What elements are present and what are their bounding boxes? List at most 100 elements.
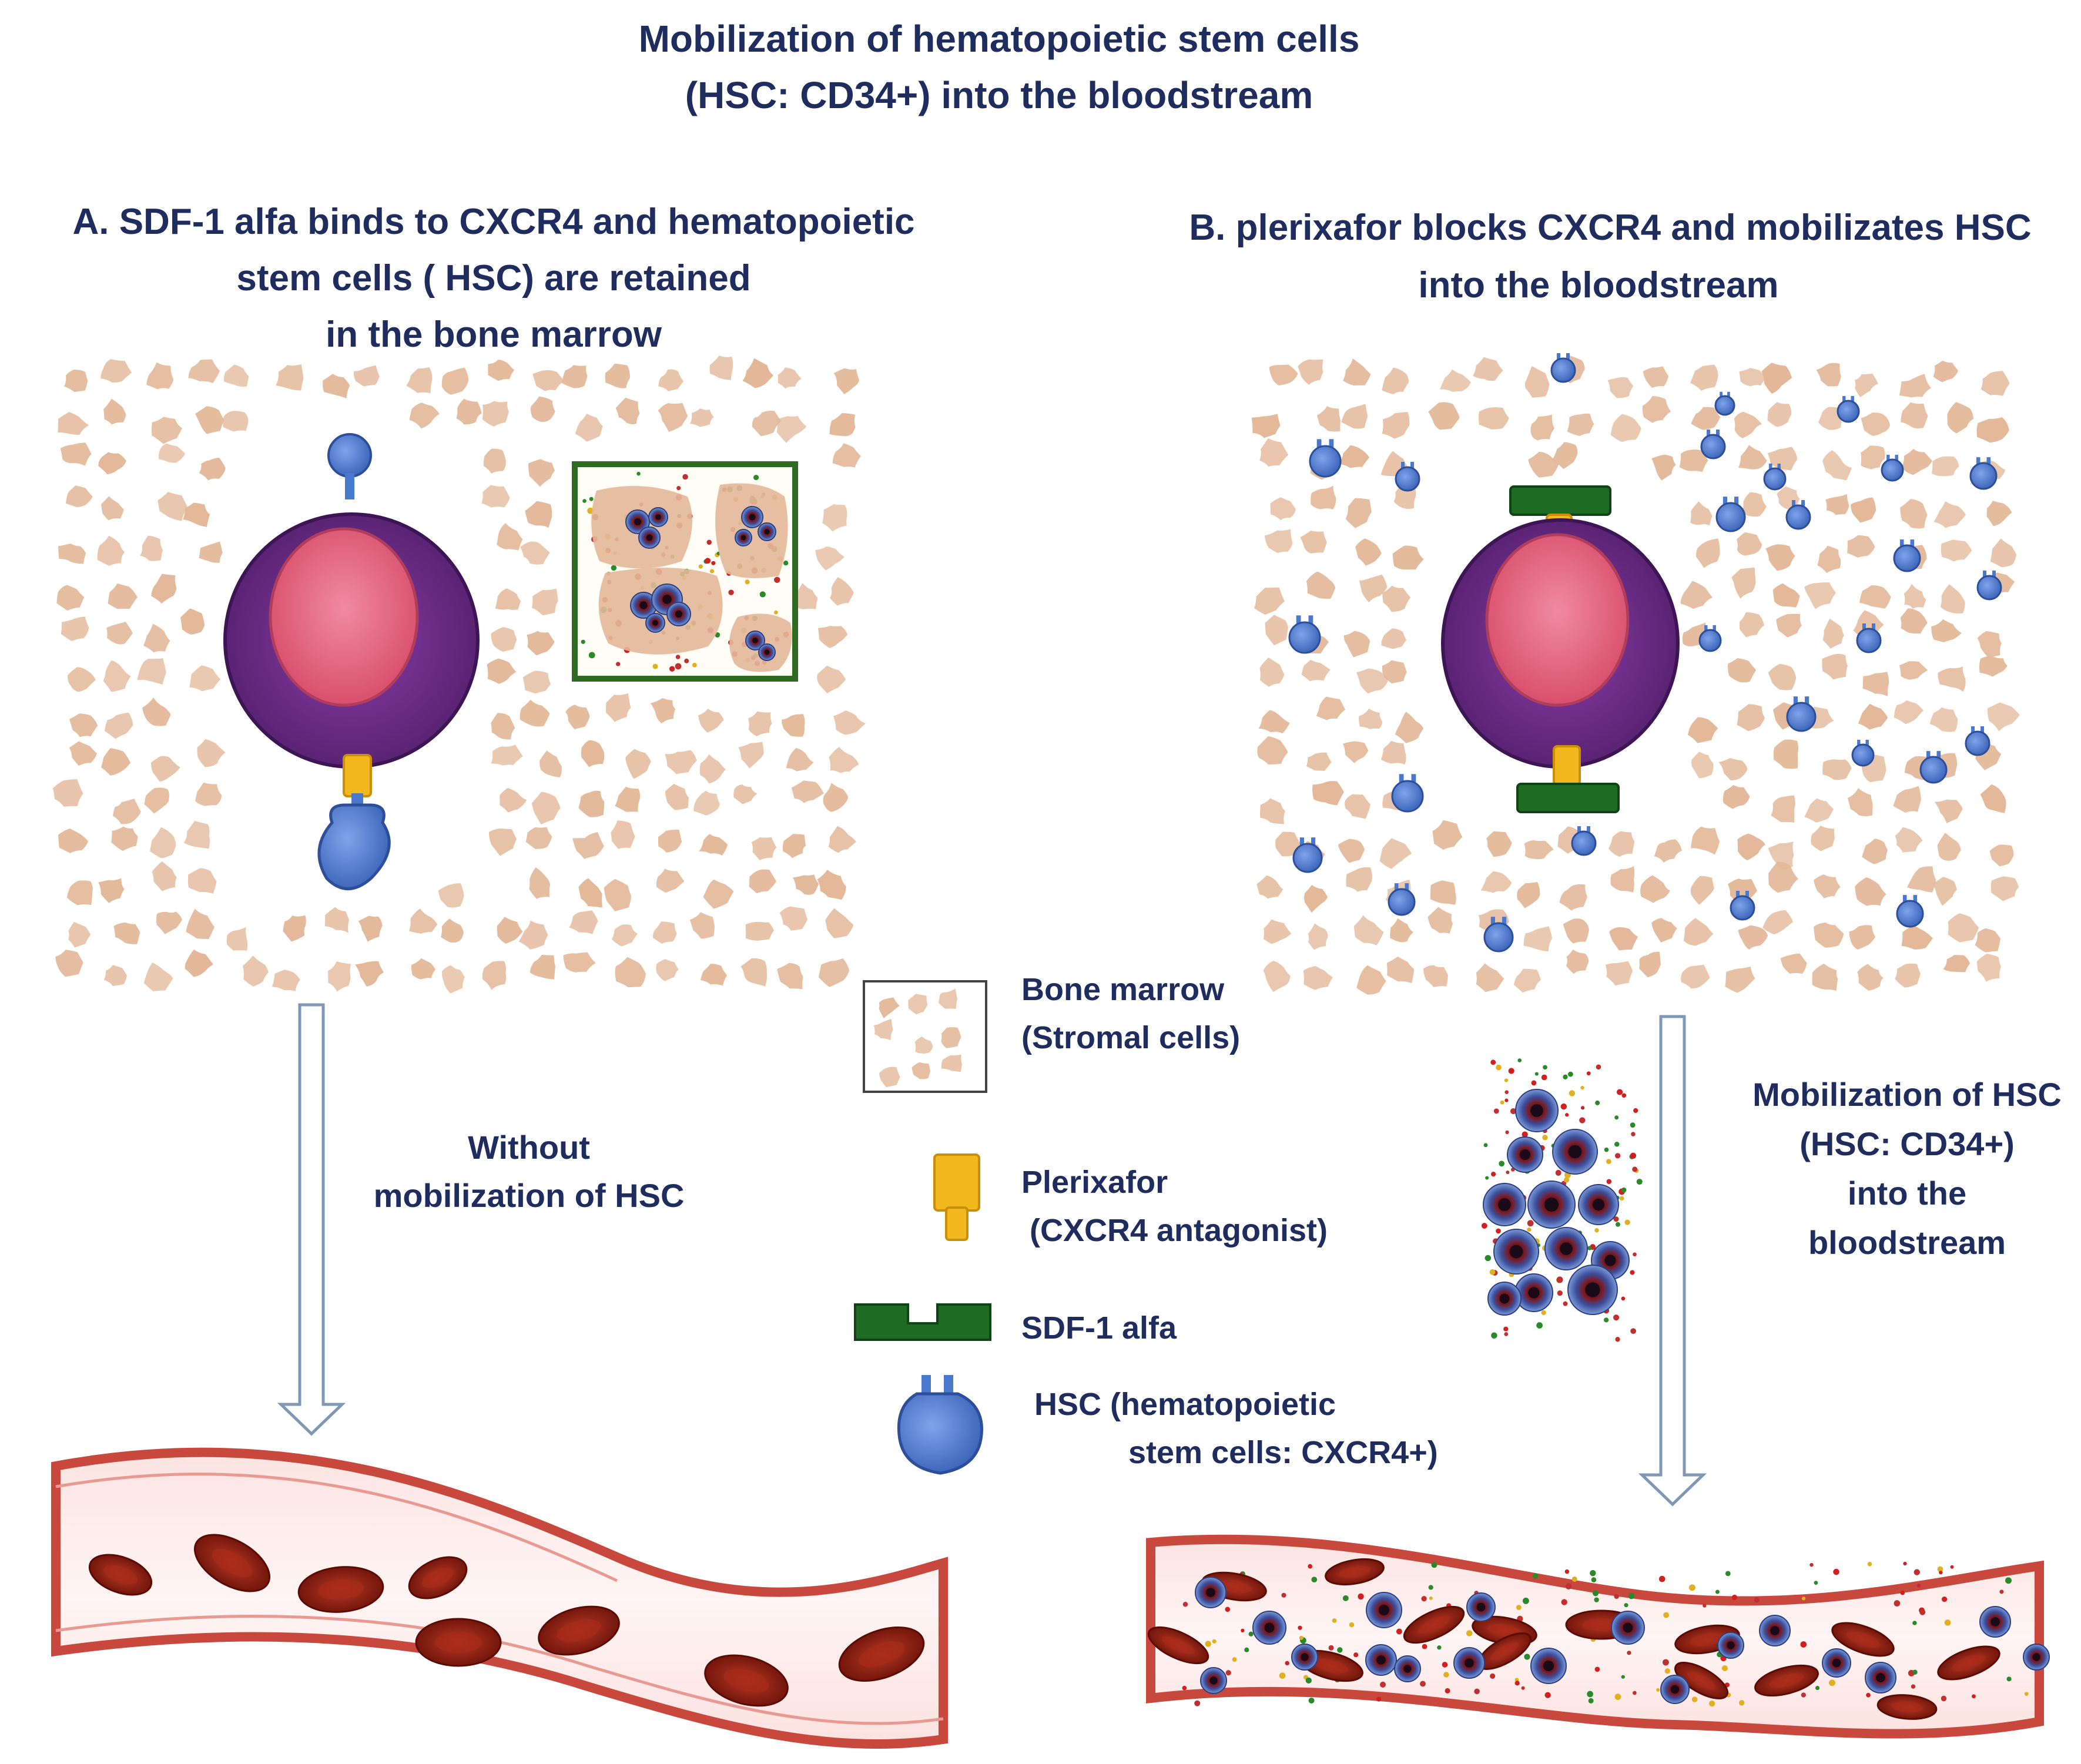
plasma-dot bbox=[1527, 1228, 1532, 1232]
stromal-cell bbox=[482, 401, 509, 427]
plasma-dot bbox=[1941, 1695, 1947, 1702]
plasma-dot bbox=[684, 658, 689, 663]
stromal-cell bbox=[1812, 963, 1838, 991]
stromal-cell bbox=[703, 879, 734, 909]
plasma-dot bbox=[1594, 1666, 1600, 1672]
stromal-cell bbox=[1979, 656, 2008, 677]
stromal-cell bbox=[1524, 365, 1550, 398]
legend-bone-marrow-sublabel: (Stromal cells) bbox=[1021, 1020, 1240, 1055]
stromal-cell bbox=[1316, 696, 1346, 720]
red-blood-cell bbox=[1937, 1645, 2000, 1681]
hsc-cell bbox=[1965, 726, 1990, 756]
stromal-cell bbox=[941, 1027, 961, 1048]
stromal-cell bbox=[438, 883, 464, 908]
plasma-dot bbox=[1491, 1332, 1497, 1339]
stromal-cell bbox=[1857, 964, 1884, 991]
plasma-dot bbox=[1556, 1276, 1563, 1283]
panel-b-lower-plerixafor bbox=[1553, 745, 1581, 786]
stromal-cell bbox=[532, 370, 565, 391]
plasma-dot bbox=[1571, 1576, 1577, 1582]
panel-b-arrow-label-line4: bloodstream bbox=[1808, 1224, 2006, 1261]
stromal-cell bbox=[941, 1054, 962, 1072]
hsc-cell bbox=[1715, 497, 1746, 532]
stromal-cell bbox=[137, 658, 166, 685]
stromal-cell bbox=[531, 588, 558, 615]
plasma-dot bbox=[615, 662, 621, 666]
stromal-cell bbox=[1895, 827, 1923, 853]
stromal-cell bbox=[1269, 364, 1298, 385]
stromal-cell bbox=[1386, 956, 1415, 984]
plasma-dot bbox=[1225, 1670, 1231, 1676]
plasma-dot bbox=[1232, 1657, 1237, 1662]
plasma-dot bbox=[1900, 1590, 1905, 1595]
hsc-cell bbox=[666, 602, 691, 626]
plasma-dot bbox=[1606, 1159, 1611, 1164]
stromal-cell bbox=[1513, 968, 1541, 993]
hsc-cell bbox=[1195, 1577, 1227, 1608]
stromal-cell bbox=[1476, 963, 1504, 992]
stromal-cell bbox=[1990, 876, 2019, 901]
stromal-cell bbox=[101, 748, 131, 776]
stromal-cell bbox=[615, 786, 641, 812]
plasma-dot bbox=[1500, 1100, 1504, 1105]
stromal-cell bbox=[1356, 965, 1386, 995]
plasma-dot bbox=[1912, 1669, 1918, 1675]
stromal-cell bbox=[1901, 924, 1933, 950]
stromal-cell bbox=[828, 826, 857, 853]
stromal-cell bbox=[1263, 961, 1291, 992]
hsc-cell bbox=[648, 507, 668, 527]
stromal-cell bbox=[699, 834, 728, 856]
plasma-dot bbox=[1715, 1589, 1720, 1594]
stromal-cell bbox=[1275, 831, 1301, 857]
plasma-dot bbox=[1633, 1252, 1637, 1257]
stromal-cell bbox=[752, 410, 782, 437]
stromal-cell bbox=[158, 492, 187, 521]
panel-a-upper-hsc bbox=[327, 433, 372, 499]
stromal-cell bbox=[1687, 717, 1718, 743]
stromal-cell bbox=[158, 443, 186, 463]
plasma-dot bbox=[1504, 1090, 1509, 1094]
plasma-dot bbox=[1594, 1228, 1599, 1233]
plasma-dot bbox=[1903, 1561, 1907, 1566]
plasma-dot bbox=[1565, 1583, 1572, 1589]
stromal-cell bbox=[1428, 402, 1460, 430]
stromal-cell bbox=[786, 747, 814, 772]
stromal-cell bbox=[1345, 498, 1372, 528]
hsc-cell bbox=[1292, 837, 1323, 873]
stromal-cell bbox=[572, 832, 604, 859]
stromal-cell bbox=[689, 912, 715, 939]
stromal-cell bbox=[195, 782, 222, 806]
stromal-cell bbox=[832, 443, 861, 468]
stromal-cell bbox=[105, 712, 133, 739]
plasma-dot bbox=[1708, 1701, 1715, 1707]
stromal-cell bbox=[1986, 501, 2012, 526]
stromal-cell bbox=[539, 750, 562, 777]
plasma-dot bbox=[1504, 1098, 1509, 1102]
panel-a-heading-line3: in the bone marrow bbox=[326, 314, 662, 355]
stromal-cell bbox=[1303, 885, 1328, 913]
plasma-dot bbox=[1590, 1570, 1596, 1577]
red-blood-cell bbox=[193, 1534, 271, 1592]
hsc-cell bbox=[1896, 895, 1924, 928]
stromal-cell bbox=[1980, 784, 2006, 813]
hsc-cell bbox=[1466, 1592, 1496, 1622]
stromal-cell bbox=[65, 485, 93, 508]
stromal-cell bbox=[1524, 840, 1554, 860]
plasma-dot bbox=[1614, 1594, 1619, 1599]
stromal-cell bbox=[1392, 545, 1424, 570]
stromal-cell bbox=[1938, 666, 1966, 692]
plasma-dot bbox=[1604, 1147, 1609, 1152]
stromal-cell bbox=[497, 917, 523, 944]
plasma-dot bbox=[1658, 1575, 1666, 1582]
stromal-cell bbox=[100, 359, 132, 383]
stromal-cell bbox=[1816, 363, 1841, 387]
stromal-cell bbox=[1353, 915, 1384, 945]
stromal-cell bbox=[58, 544, 86, 564]
hsc-cell bbox=[1395, 462, 1420, 492]
plasma-dot bbox=[1522, 1597, 1529, 1604]
stromal-cell bbox=[56, 585, 85, 611]
plasma-dot bbox=[1337, 1647, 1343, 1653]
stromal-cell bbox=[1947, 402, 1974, 434]
stromal-cell bbox=[656, 868, 685, 893]
stromal-cell bbox=[873, 1019, 893, 1041]
